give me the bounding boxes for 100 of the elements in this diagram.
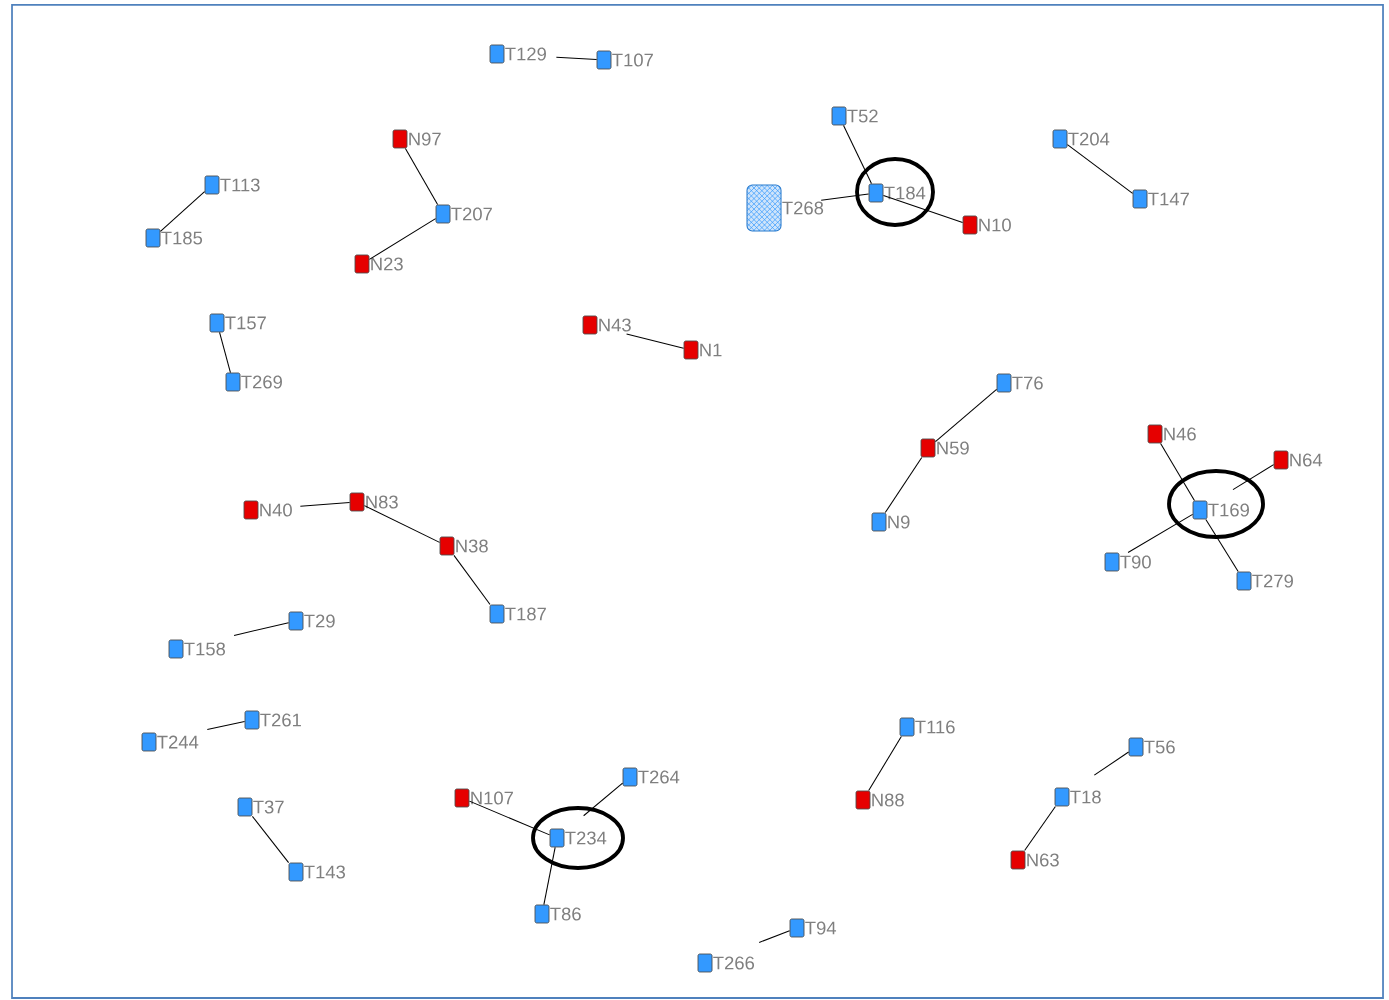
labeled-square: T56 xyxy=(1128,737,1175,757)
labeled-square: N83 xyxy=(349,492,398,512)
labeled-square: T169 xyxy=(1192,500,1249,520)
connector-line xyxy=(843,124,872,185)
labeled-square: T129 xyxy=(489,44,546,64)
labeled-square: T268 xyxy=(746,184,824,232)
node-label: T90 xyxy=(1120,555,1151,569)
connector-line xyxy=(219,331,231,374)
labeled-square: T86 xyxy=(534,904,581,924)
connector-line xyxy=(251,815,290,864)
node-label: T157 xyxy=(225,316,266,330)
node-label: N59 xyxy=(937,441,969,455)
labeled-square: T52 xyxy=(831,106,878,126)
labeled-square: N63 xyxy=(1010,850,1059,870)
node-label: T187 xyxy=(505,607,546,621)
connector-line xyxy=(543,846,556,906)
labeled-square: T113 xyxy=(204,175,260,195)
labeled-square: T207 xyxy=(435,204,492,224)
connector-line xyxy=(583,782,624,817)
node-label: T18 xyxy=(1070,790,1101,804)
labeled-square: T94 xyxy=(789,918,837,938)
connector-line xyxy=(1127,513,1194,554)
labeled-square: T143 xyxy=(288,862,346,882)
labeled-square: N9 xyxy=(871,512,910,532)
connector-line xyxy=(934,388,998,443)
labeled-square: T204 xyxy=(1052,129,1110,149)
node-label: N10 xyxy=(979,218,1011,232)
node-label: T244 xyxy=(157,735,199,749)
connector-line xyxy=(468,800,551,836)
connector-line xyxy=(555,56,598,61)
labeled-square: N64 xyxy=(1273,450,1323,470)
node-label: N40 xyxy=(260,503,292,517)
labeled-square: T107 xyxy=(596,50,653,70)
labeled-square: T266 xyxy=(697,953,755,973)
node-label: T234 xyxy=(565,831,607,845)
connector-line xyxy=(233,622,290,636)
node-label: T76 xyxy=(1012,376,1043,390)
node-label: T204 xyxy=(1068,132,1110,146)
node-label: T169 xyxy=(1208,503,1249,517)
connector-line xyxy=(868,735,902,792)
connector-line xyxy=(626,333,685,349)
node-label: N9 xyxy=(888,515,910,529)
labeled-square: N88 xyxy=(855,790,904,810)
connector-line xyxy=(1066,144,1134,194)
node-label: T94 xyxy=(805,921,837,935)
node-label: T269 xyxy=(241,375,282,389)
labeled-square: T187 xyxy=(489,604,546,624)
node-label: T207 xyxy=(451,207,492,221)
connector-line xyxy=(206,721,246,731)
connector-line xyxy=(1160,442,1195,502)
connector-line xyxy=(368,218,437,260)
labeled-square: T29 xyxy=(288,611,335,631)
node-label: T116 xyxy=(915,720,955,734)
node-label: T86 xyxy=(550,907,581,921)
labeled-square: N46 xyxy=(1147,424,1196,444)
node-label: N83 xyxy=(366,495,398,509)
labeled-square: T234 xyxy=(549,828,607,848)
connector-line xyxy=(299,502,351,507)
labeled-square: T244 xyxy=(141,732,199,752)
node-label: T261 xyxy=(260,713,301,727)
labeled-square: T116 xyxy=(899,717,955,737)
node-label: T129 xyxy=(505,47,546,61)
node-label: T184 xyxy=(884,186,926,200)
node-label: T143 xyxy=(304,865,346,879)
node-label: N23 xyxy=(371,257,403,271)
labeled-square: T147 xyxy=(1132,189,1189,209)
connector-line xyxy=(820,193,870,201)
labeled-square: N43 xyxy=(582,315,631,335)
labeled-square: T185 xyxy=(145,228,203,248)
labeled-square: T158 xyxy=(168,639,226,659)
labeled-square: N23 xyxy=(354,254,403,274)
labeled-square: N59 xyxy=(920,438,969,458)
connector-line xyxy=(1093,751,1130,776)
node-label: T185 xyxy=(161,231,203,245)
connector-line xyxy=(363,505,441,543)
connector-line xyxy=(884,456,923,514)
node-label: T264 xyxy=(638,770,680,784)
labeled-square: N10 xyxy=(962,215,1011,235)
node-label: T147 xyxy=(1148,192,1189,206)
node-label: N43 xyxy=(599,318,631,332)
node-label: N1 xyxy=(700,343,722,357)
labeled-square: N107 xyxy=(454,788,513,808)
node-label: N88 xyxy=(872,793,904,807)
labeled-square: N40 xyxy=(243,500,292,520)
labeled-square: T76 xyxy=(996,373,1043,393)
node-label: N38 xyxy=(456,539,488,553)
node-label: T158 xyxy=(184,642,226,656)
node-label: N63 xyxy=(1027,853,1059,867)
node-label: T279 xyxy=(1252,574,1293,588)
connector-line xyxy=(1232,464,1275,491)
connector-line xyxy=(453,554,491,606)
connector-line xyxy=(1205,518,1239,573)
labeled-square: T261 xyxy=(244,710,301,730)
node-label: N107 xyxy=(471,791,513,805)
labeled-square: T264 xyxy=(622,767,680,787)
node-label: T52 xyxy=(847,109,878,123)
labeled-square: N97 xyxy=(392,129,441,149)
node-label: T37 xyxy=(253,800,284,814)
node-label: N46 xyxy=(1164,427,1196,441)
connector-line xyxy=(159,191,206,232)
